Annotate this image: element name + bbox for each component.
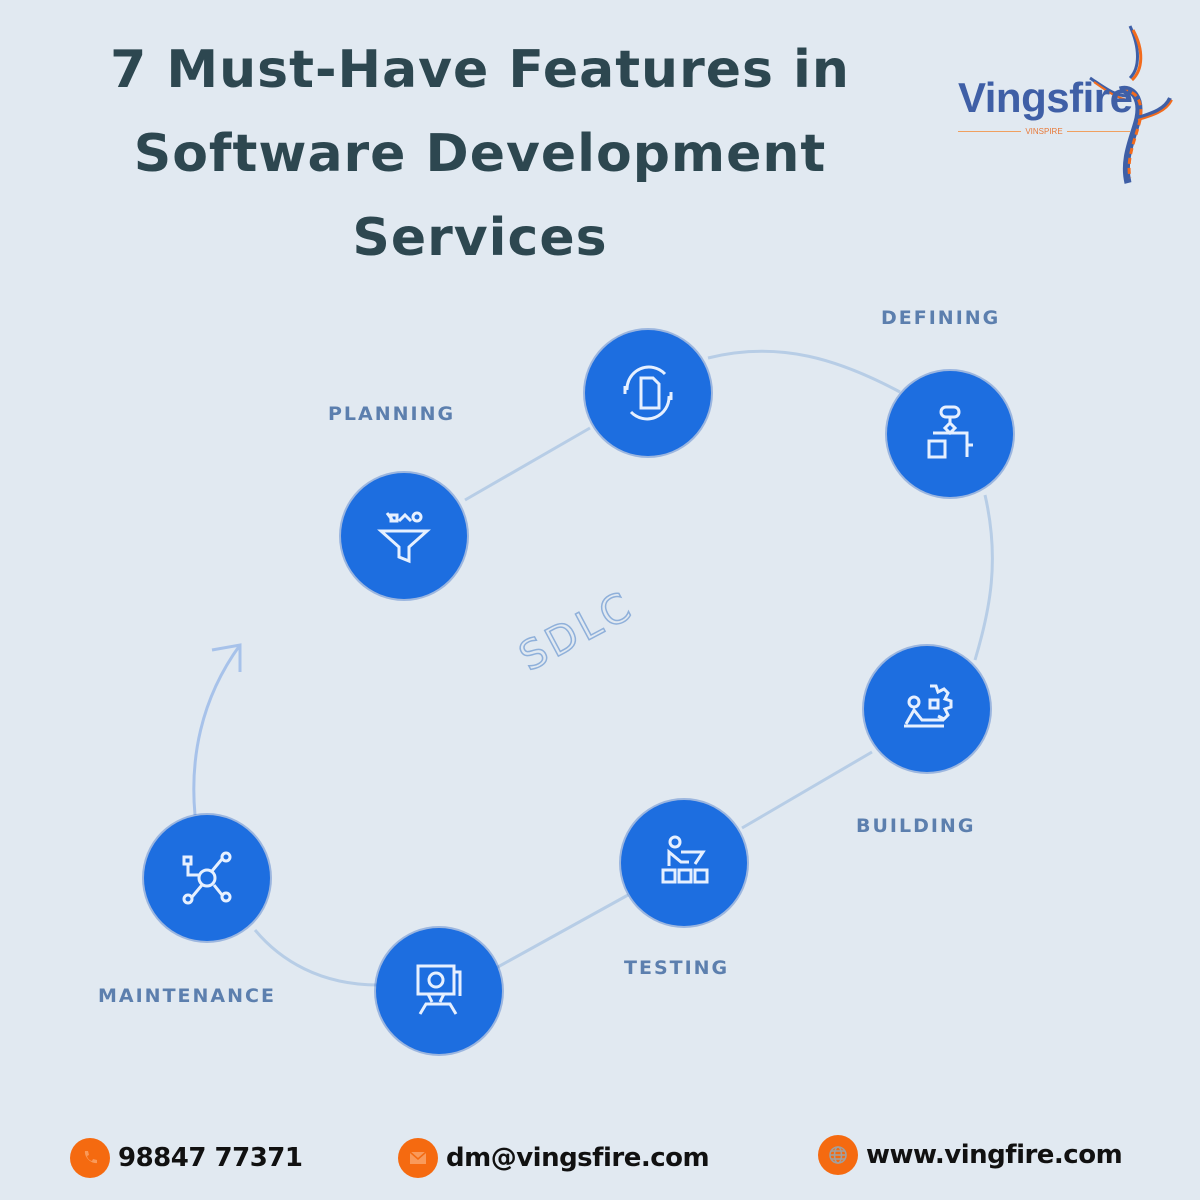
stage-label-defining: DEFINING — [881, 307, 1001, 329]
funnel-icon — [377, 511, 431, 564]
title-line-2: Software Development — [133, 124, 827, 184]
vingsfire-logo: Vingsfire VINSPIRE — [950, 18, 1180, 188]
stage-node-testing[interactable] — [621, 800, 747, 926]
tester-checklist-icon — [661, 835, 709, 884]
phone-icon — [70, 1138, 110, 1178]
phone-contact[interactable]: 98847 77371 — [70, 1138, 303, 1178]
stage-label-maintenance: MAINTENANCE — [98, 985, 276, 1007]
stage-node-maintenance[interactable] — [144, 815, 270, 941]
logo-tagline-text: VINSPIRE — [1025, 127, 1063, 136]
stage-node-defining[interactable] — [887, 371, 1013, 497]
globe-icon — [818, 1135, 858, 1175]
stage-label-building: BUILDING — [856, 815, 976, 837]
logo-tagline: VINSPIRE — [958, 127, 1130, 136]
gear-developer-icon — [904, 684, 953, 728]
flowchart-icon — [927, 405, 973, 459]
email-address: dm@vingsfire.com — [446, 1143, 710, 1173]
stage-node-deployment[interactable] — [376, 928, 502, 1054]
page-title: 7 Must-Have Features in Software Develop… — [0, 28, 960, 280]
stage-label-planning: PLANNING — [328, 403, 456, 425]
mail-icon — [398, 1138, 438, 1178]
website-contact[interactable]: www.vingfire.com — [818, 1135, 1123, 1175]
website-url: www.vingfire.com — [866, 1140, 1123, 1170]
dancer-figure-icon — [1089, 25, 1173, 184]
stage-node-building[interactable] — [864, 646, 990, 772]
document-cycle-icon — [623, 365, 673, 421]
email-contact[interactable]: dm@vingsfire.com — [398, 1138, 710, 1178]
title-line-1: 7 Must-Have Features in — [110, 40, 850, 100]
monitor-deploy-icon — [416, 964, 462, 1015]
contact-footer: 98847 77371 dm@vingsfire.com www.vingfir… — [0, 1133, 1200, 1183]
logo-brand: Vingsfire — [958, 74, 1133, 121]
title-line-3: Services — [352, 208, 608, 268]
stage-label-testing: TESTING — [624, 957, 730, 979]
stage-node-planning[interactable] — [341, 473, 467, 599]
network-settings-icon — [182, 851, 232, 905]
stage-node-document-cycle[interactable] — [585, 330, 711, 456]
phone-number: 98847 77371 — [118, 1143, 303, 1173]
